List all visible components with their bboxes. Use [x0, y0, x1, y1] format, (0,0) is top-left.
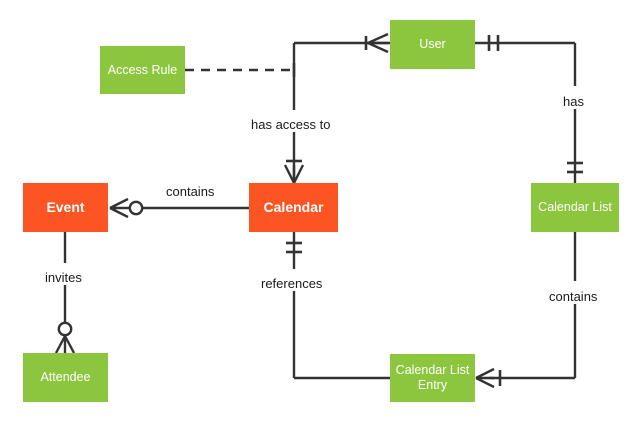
edge-label-text-has-access-to: has access to: [251, 117, 331, 132]
cardinality-cl-entry-one-or-many: [475, 367, 502, 389]
edge-label-has: has: [560, 94, 587, 109]
entity-access-rule[interactable]: Access Rule: [100, 46, 185, 94]
edge-label-text-invites: invites: [45, 270, 82, 285]
cardinality-user-one-or-many: [364, 32, 389, 54]
edge-label-references: references: [258, 276, 326, 291]
entity-attendee[interactable]: Attendee: [23, 353, 108, 402]
cardinality-attendee-zero-or-many: [54, 321, 76, 354]
entity-calendar-list-entry[interactable]: Calendar List Entry: [390, 354, 475, 402]
cardinality-event-zero-or-many: [109, 197, 144, 219]
edge-label-invites: invites: [42, 270, 85, 285]
entity-label-calendar-list-entry: Calendar List Entry: [395, 363, 470, 392]
entity-label-event: Event: [46, 199, 85, 215]
edge-label-contains-calendar-list: contains: [546, 289, 601, 304]
edge-label-contains-event-calendar: contains: [163, 184, 218, 199]
entity-event[interactable]: Event: [23, 183, 108, 232]
cardinality-calendar-one-or-many: [283, 159, 305, 184]
entity-label-access-rule: Access Rule: [107, 62, 178, 77]
edge-label-has-access-to: has access to: [248, 117, 334, 132]
entity-user[interactable]: User: [390, 20, 475, 69]
entity-calendar[interactable]: Calendar: [249, 183, 338, 232]
edge-label-text-references: references: [261, 276, 323, 291]
entity-label-calendar-list: Calendar List: [538, 200, 612, 214]
entity-label-calendar: Calendar: [263, 199, 324, 215]
entity-label-user: User: [419, 37, 446, 51]
cardinality-user-exactly-one: [487, 35, 500, 51]
entity-calendar-list[interactable]: Calendar List: [531, 183, 619, 232]
cardinality-calendar-exactly-one: [286, 241, 302, 254]
edge-label-text-contains-calendar-list: contains: [549, 289, 598, 304]
edge-label-text-has: has: [563, 94, 584, 109]
edge-label-text-contains-event-calendar: contains: [166, 184, 215, 199]
cardinality-calendar-list-exactly-one: [567, 161, 583, 174]
entity-label-attendee: Attendee: [40, 370, 91, 384]
